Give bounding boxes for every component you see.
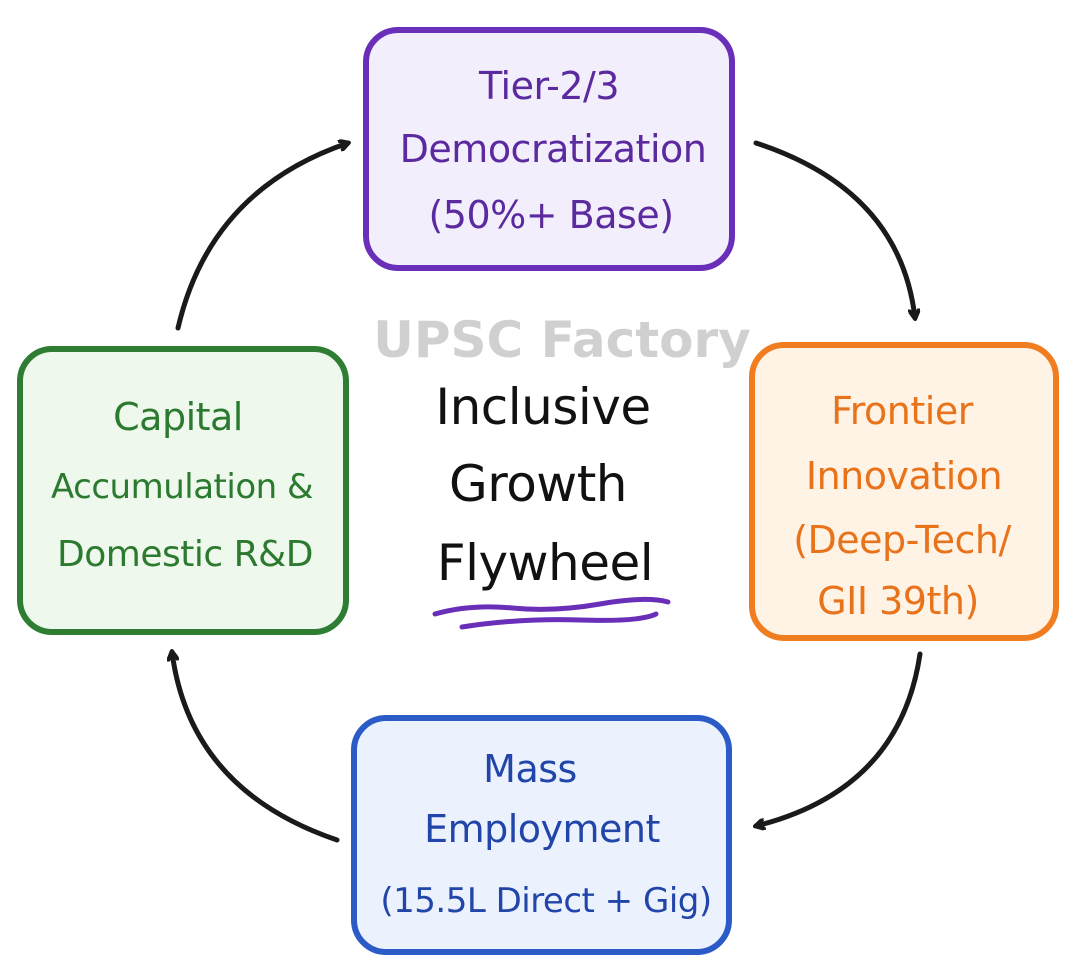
node-frontier-innovation: Frontier Innovation (Deep-Tech/ GII 39th… [749,342,1059,641]
node-left-line-1: Capital [113,395,243,439]
node-top-line-1: Tier-2/3 [478,64,619,108]
node-left-line-2: Accumulation & [51,467,313,507]
node-right-line-3: (Deep-Tech/ [793,518,1011,562]
center-title-line-2: Growth [449,455,627,513]
node-top-box [363,27,735,271]
node-top-line-2: Democratization [400,127,707,171]
node-capital-accumulation: Capital Accumulation & Domestic R&D [17,346,349,635]
node-right-box [749,342,1059,641]
arrow-bottom-to-left [172,652,340,843]
arrow-top-to-right [753,140,915,318]
watermark-text: UPSC Factory [373,311,750,369]
node-right-line-4: GII 39th) [817,579,979,623]
node-left-line-3: Domestic R&D [57,534,313,575]
node-bottom-box [351,715,732,955]
arrow-left-to-top [175,143,348,331]
node-bottom-line-1: Mass [483,747,577,791]
cycle-arrows [172,140,923,843]
center-title-line-1: Inclusive [435,378,650,436]
node-bottom-line-2: Employment [424,807,660,851]
center-underline-2 [459,611,659,630]
node-top-line-3: (50%+ Base) [428,193,673,237]
center-underline-1 [432,596,671,617]
center-title: Inclusive Growth Flywheel [432,378,671,630]
node-bottom-line-3: (15.5L Direct + Gig) [380,881,711,921]
node-right-line-2: Innovation [806,454,1002,498]
center-title-line-3: Flywheel [437,534,653,592]
node-left-box [17,346,349,635]
arrow-right-to-bottom [756,651,923,826]
node-right-line-1: Frontier [831,389,974,433]
node-mass-employment: Mass Employment (15.5L Direct + Gig) [351,715,732,955]
node-tier23-democratization: Tier-2/3 Democratization (50%+ Base) [363,27,735,271]
